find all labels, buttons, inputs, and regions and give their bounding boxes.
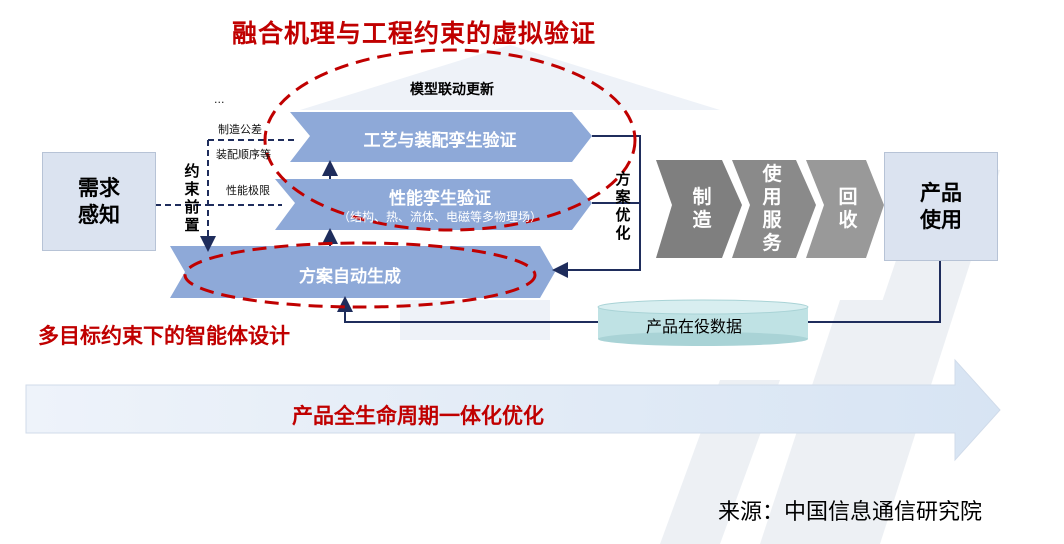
- source-label: 来源：中国信息通信研究院: [718, 500, 983, 525]
- stage-chevron-recycle[interactable]: [806, 160, 884, 258]
- stage-recycle-label: 回收: [838, 186, 858, 231]
- constraint-front-label: 约束前置: [184, 162, 200, 234]
- constraint-item-tolerance: 制造公差: [218, 123, 262, 136]
- in-service-data-label: 产品在役数据: [646, 317, 743, 336]
- agent-design-ellipse: [183, 241, 537, 309]
- performance-sub-label: （结构、热、流体、电磁等多物理场）: [337, 210, 542, 224]
- need-sensing-label: 需求感知: [78, 175, 120, 227]
- constraint-item-ellipsis: ...: [214, 93, 225, 106]
- virtual-verify-title: 融合机理与工程约束的虚拟验证: [232, 19, 597, 48]
- product-use-label: 产品使用: [920, 180, 962, 232]
- stage-manufacture-label: 制造: [692, 186, 712, 231]
- constraint-item-assembly-order: 装配顺序等: [216, 148, 271, 161]
- constraint-item-performance-limit: 性能极限: [226, 184, 270, 197]
- product-use-box[interactable]: 产品使用: [884, 152, 998, 261]
- process-verify-band[interactable]: [290, 112, 592, 162]
- need-sensing-box[interactable]: 需求感知: [42, 152, 156, 251]
- lower-panel: [400, 300, 550, 340]
- lifecycle-label: 产品全生命周期一体化优化: [292, 404, 544, 428]
- stage-service-label: 使用服务: [762, 163, 782, 254]
- auto-generate-label: 方案自动生成: [299, 267, 401, 287]
- in-service-data-cylinder[interactable]: [597, 299, 809, 346]
- performance-verify-label: 性能孪生验证: [389, 189, 491, 209]
- stage-chevron-service[interactable]: [732, 160, 816, 258]
- model-linkage-label: 模型联动更新: [410, 82, 494, 98]
- virtual-verify-ellipse: [263, 48, 637, 232]
- auto-generate-band[interactable]: [170, 246, 555, 298]
- agent-design-title: 多目标约束下的智能体设计: [38, 324, 290, 348]
- lifecycle-arrow: [25, 358, 1001, 462]
- process-verify-label: 工艺与装配孪生验证: [363, 131, 517, 151]
- model-update-arrow: [300, 45, 720, 110]
- stage-chevron-manufacture[interactable]: [656, 160, 742, 258]
- scheme-optimize-label: 方案优化: [615, 170, 631, 242]
